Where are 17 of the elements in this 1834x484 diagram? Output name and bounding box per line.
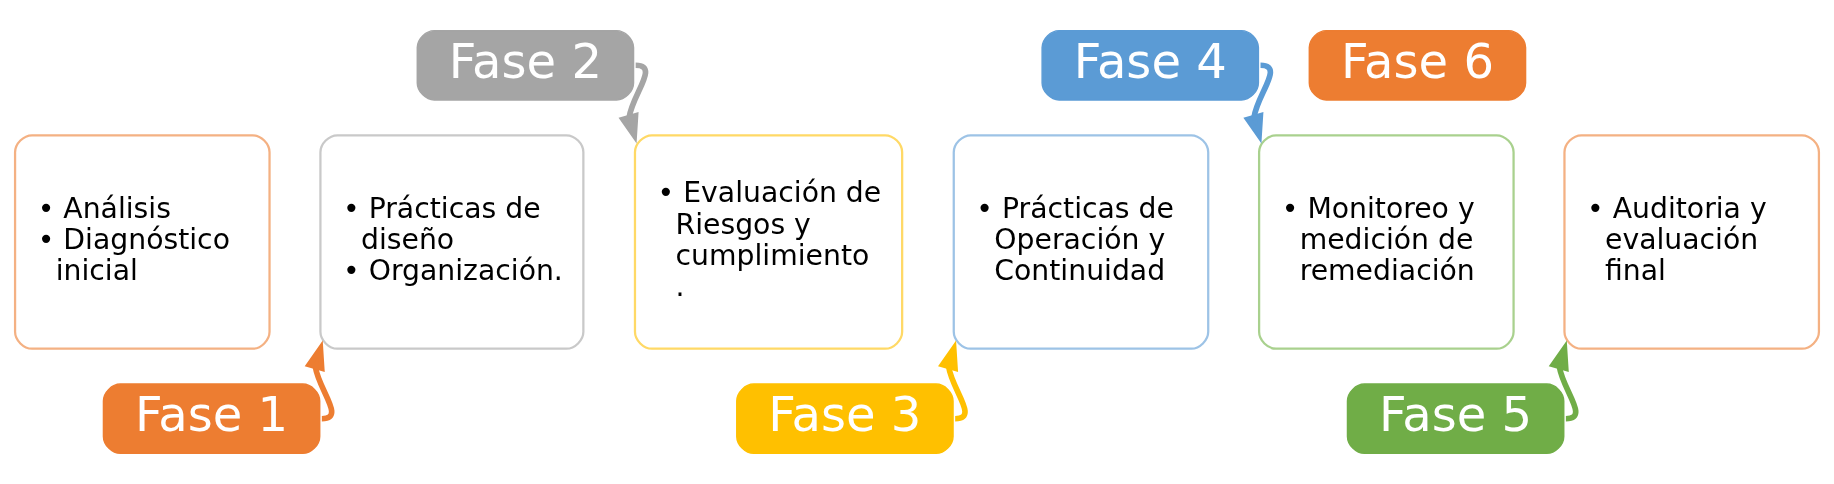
node-box: • Prácticas de Operación y Continuidad [952, 134, 1210, 350]
node-box: Fase 6 [1308, 29, 1527, 101]
node-box: • Auditoria y evaluación final [1563, 134, 1821, 350]
node-box: • Análisis • Diagnóstico inicial [13, 134, 271, 350]
node-box: Fase 3 [736, 383, 954, 455]
arrow [304, 340, 335, 422]
node-box: • Monitoreo y medición de remediación [1257, 134, 1515, 350]
node-box: Fase 1 [102, 383, 321, 455]
arrow [1548, 340, 1579, 422]
arrow [1243, 62, 1274, 144]
node-box: Fase 2 [416, 29, 635, 101]
arrow [618, 62, 649, 144]
node-box: • Prácticas de diseño • Organización. [319, 134, 585, 350]
node-box: Fase 4 [1041, 29, 1260, 101]
node-box: • Evaluación de Riesgos y cumplimiento . [633, 134, 904, 350]
node-box: Fase 5 [1346, 383, 1565, 455]
arrow [938, 340, 968, 422]
